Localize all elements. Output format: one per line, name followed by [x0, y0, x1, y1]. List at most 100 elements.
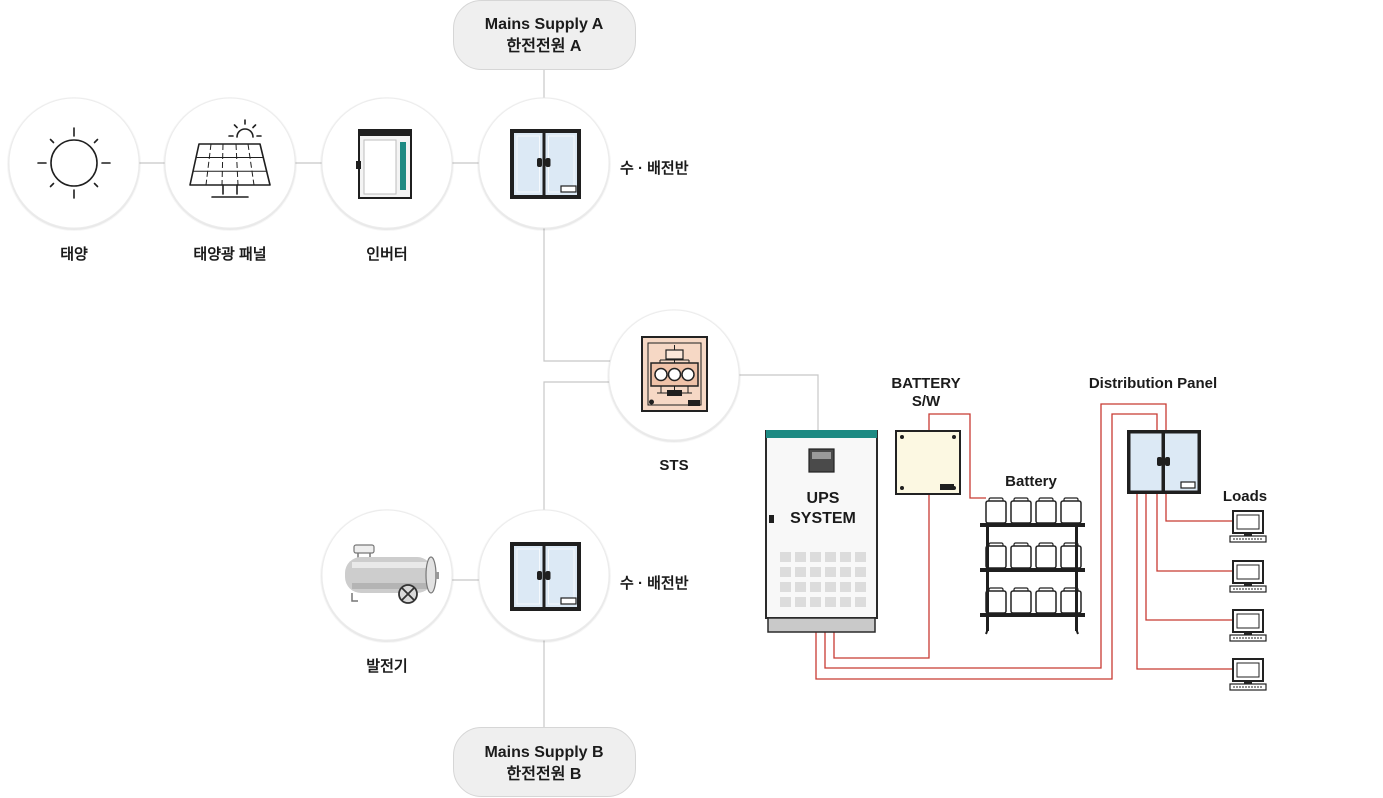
mains-supply-b-pill	[453, 727, 636, 797]
rack-feet	[985, 629, 1079, 635]
connector-panel-a-to-sts	[543, 220, 620, 362]
generator-foot	[351, 593, 358, 602]
ups-door-handle	[769, 515, 774, 523]
small-sun-icon	[228, 119, 262, 138]
panel-handle-left	[1157, 457, 1162, 466]
panel-grid-rows	[193, 157, 267, 172]
distribution-panel-icon	[510, 129, 581, 199]
ups-vent-square	[825, 567, 836, 577]
ups-vent-square	[855, 582, 866, 592]
panel-grid-columns	[205, 143, 255, 186]
sun-node: 태양	[8, 97, 140, 263]
ups-vent-square	[825, 552, 836, 562]
sts-relay	[654, 367, 668, 382]
line-distribution-to-load-2	[1156, 494, 1234, 572]
panel-right-door	[1165, 433, 1198, 491]
distribution-panel-icon	[1127, 430, 1201, 494]
generator-node: 발전기	[321, 509, 453, 675]
battery-label: Battery	[1005, 473, 1057, 490]
panel-handle-left	[537, 571, 542, 580]
ups-vent-square	[795, 567, 806, 577]
distribution-panel-icon	[510, 542, 581, 611]
battery-cells	[985, 497, 1082, 614]
line-ups-to-distribution-1	[824, 403, 1167, 669]
battery-cell	[1010, 545, 1032, 569]
monitor-stand	[1244, 533, 1252, 536]
computer-monitor-icon	[1229, 560, 1267, 593]
sts-indicator	[649, 399, 654, 405]
loads-label: Loads	[1223, 488, 1267, 505]
rack-post	[1075, 523, 1078, 631]
inverter-front-panel	[363, 139, 397, 195]
switch-nameplate	[940, 484, 954, 490]
sts-label: STS	[659, 457, 688, 474]
ups-vent-square	[840, 567, 851, 577]
connector-sts-to-panel-b	[543, 381, 620, 520]
ups-vent-square	[780, 567, 791, 577]
battery-cell	[1010, 590, 1032, 614]
sun-disc	[50, 139, 98, 187]
generator-outlet	[435, 572, 439, 579]
monitor-stand	[1244, 632, 1252, 635]
sts-busbar-top	[659, 345, 690, 363]
line-switch-to-battery	[928, 413, 986, 499]
load-monitors	[1229, 510, 1267, 691]
rack-shelf	[980, 613, 1085, 617]
panel-surface	[189, 143, 271, 186]
sun-label: 태양	[60, 246, 88, 263]
battery-cell	[1035, 590, 1057, 614]
mains-supply-b-name: Mains Supply B	[484, 744, 603, 761]
mains-supply-a-pill	[453, 0, 636, 70]
ups-system: UPS SYSTEM	[765, 430, 878, 633]
battery-switch-label-line2: S/W	[912, 393, 941, 410]
battery-rack-frame	[980, 523, 1085, 635]
line-distribution-to-load-1	[1165, 494, 1234, 522]
monitor-screen	[1236, 514, 1260, 530]
generator-end-cap	[425, 556, 437, 594]
rack-post	[986, 523, 989, 631]
panel-handle-left	[537, 158, 542, 167]
ups-vent-square	[780, 597, 791, 607]
panel-right-door	[545, 133, 577, 195]
panel-nameplate	[1180, 481, 1196, 489]
ups-vent-square	[855, 567, 866, 577]
mains-supply-b: Mains Supply B 한전전원 B	[453, 727, 636, 797]
panel-nameplate	[560, 185, 577, 193]
generator-icon	[345, 544, 439, 604]
ups-vent-square	[840, 597, 851, 607]
switch-screw	[952, 435, 956, 439]
sts-inner-frame	[647, 342, 702, 406]
line-ups-to-switch	[833, 494, 930, 659]
battery-switch-icon	[895, 430, 961, 495]
computer-monitor-icon	[1229, 609, 1267, 642]
sun-icon	[37, 127, 111, 199]
inverter-status-bar	[400, 142, 406, 190]
ups-vent-square	[795, 582, 806, 592]
battery-cell	[985, 500, 1007, 524]
panel-handle-right	[545, 571, 551, 580]
sts-control-module	[665, 349, 684, 360]
ups-vent-square	[855, 552, 866, 562]
ups-vent-square	[810, 552, 821, 562]
ups-vent-square	[855, 597, 866, 607]
ups-vent-square	[810, 567, 821, 577]
power-lines	[815, 403, 1234, 680]
switch-screw	[900, 435, 904, 439]
ups-vent-square	[810, 597, 821, 607]
sts-node: STS	[608, 309, 740, 474]
solar-panel-label: 태양광 패널	[193, 245, 266, 263]
monitor-screen	[1236, 564, 1260, 580]
generator-tank-shade	[352, 583, 430, 589]
panel-handle-right	[545, 158, 551, 167]
panel-nameplate	[560, 597, 577, 605]
ups-vent-square	[840, 582, 851, 592]
ups-top-band	[766, 430, 877, 438]
panel-right-door	[545, 546, 577, 607]
ups-vent-square	[810, 582, 821, 592]
switch-screw	[900, 486, 904, 490]
rack-shelf	[980, 523, 1085, 527]
panel-b-label: 수 · 배전반	[620, 575, 689, 592]
battery: Battery	[980, 473, 1085, 635]
distribution-panel: Distribution Panel	[1089, 375, 1217, 494]
mains-supply-a-name-ko: 한전전원 A	[507, 36, 582, 55]
